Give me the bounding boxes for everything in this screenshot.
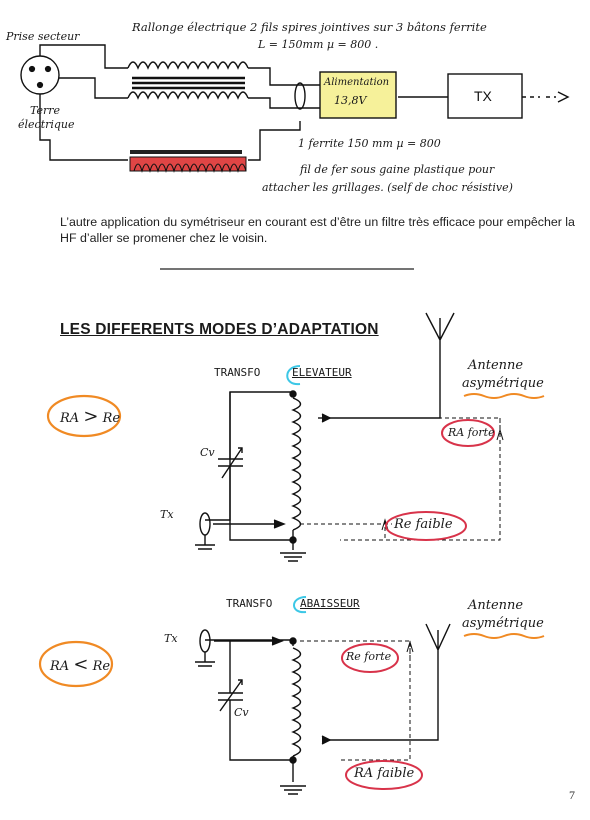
mode2-re-note: Re forte: [346, 650, 392, 663]
mode1-transfo-label: TRANSFO: [214, 366, 261, 379]
ferrite-note: 1 ferrite 150 mm µ = 800: [298, 137, 441, 150]
antenna-2: [425, 623, 451, 736]
mode2-tx-label: Tx: [164, 632, 178, 645]
mode1-antenna-line1: Antenne: [468, 358, 524, 373]
tx-label: TX: [474, 88, 492, 104]
condition-circle-2: [38, 640, 114, 688]
mode2-ra: RA: [50, 659, 70, 674]
mode1-sign: >: [83, 406, 99, 427]
section-title: LES DIFFERENTS MODES D’ADAPTATION: [60, 321, 379, 338]
power-supply-label-2: 13,8V: [334, 94, 367, 107]
antenna-1: [425, 312, 455, 412]
mode2-re: Re: [92, 659, 111, 674]
mode2-antenna-line2: asymétrique: [462, 616, 544, 631]
wire-note-line1: fil de fer sous gaine plastique pour: [300, 163, 495, 176]
mode2-sign: <: [73, 654, 89, 675]
ground-label-line2: électrique: [18, 118, 75, 131]
tx-box: [447, 73, 523, 119]
mode2-antenna-line1: Antenne: [468, 598, 524, 613]
wire-note-line2: attacher les grillages. (self de choc ré…: [262, 181, 513, 194]
mode1-ra-note: RA forte: [448, 426, 495, 439]
ferrite-choke: [129, 156, 247, 172]
mains-socket: [20, 55, 60, 95]
cable-note-line2: L = 150mm µ = 800 .: [258, 38, 379, 51]
mode1-re: Re: [102, 411, 121, 426]
mode1-tx-label: Tx: [160, 508, 174, 521]
ground-label-line1: Terre: [30, 104, 61, 117]
cable-note-line1: Rallonge électrique 2 fils spires jointi…: [132, 20, 487, 34]
condition-circle-1: [46, 394, 122, 438]
power-supply-label-1: Alimentation: [324, 77, 390, 88]
power-supply-box: [319, 71, 397, 119]
mode1-transfo-type: ELEVATEUR: [292, 366, 352, 379]
mode1-ra: RA: [60, 411, 80, 426]
mode2-ra-note: RA faible: [354, 766, 415, 781]
body-paragraph: L’autre application du symétriseur en co…: [60, 215, 575, 245]
socket-label: Prise secteur: [6, 30, 80, 43]
page-number: 7: [569, 788, 575, 802]
upper-coil: [127, 61, 249, 70]
mode1-re-note: Re faible: [394, 517, 453, 532]
mode2-condition: RA < Re: [50, 654, 110, 675]
mode1-cv-label: Cv: [200, 446, 215, 459]
mode2-cv-label: Cv: [234, 706, 249, 719]
mode1-condition: RA > Re: [60, 406, 120, 427]
mode1-antenna-line2: asymétrique: [462, 376, 544, 391]
lower-coil: [127, 91, 249, 100]
mode2-transfo-label: TRANSFO: [226, 597, 273, 610]
mode2-transfo-type: ABAISSEUR: [300, 597, 360, 610]
